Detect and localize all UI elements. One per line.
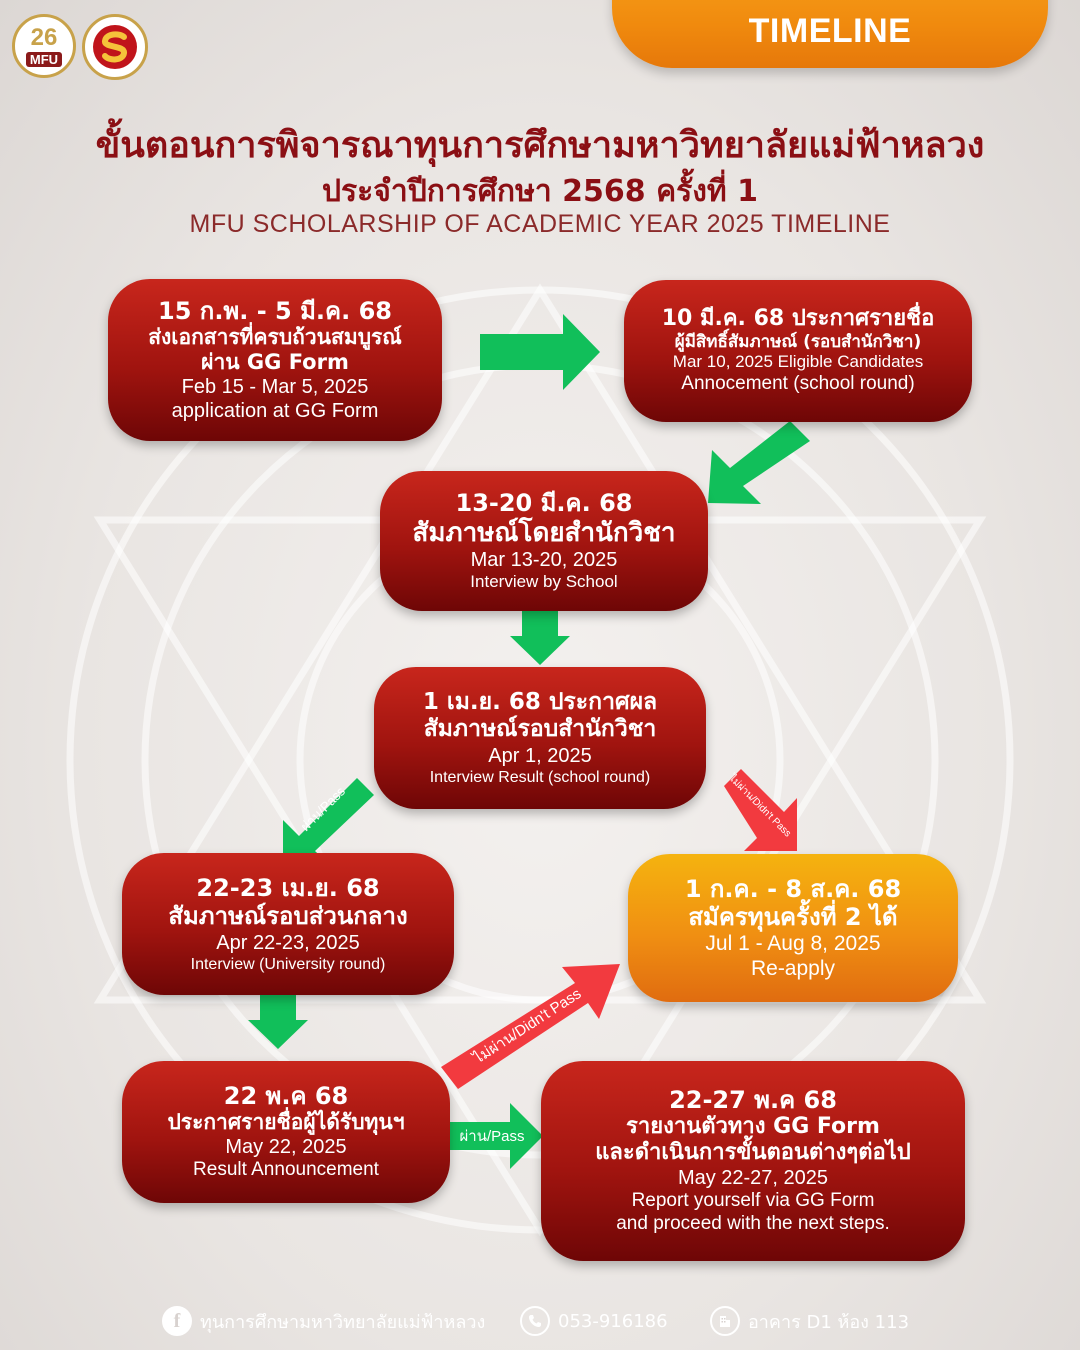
step-school-interview-desc-en: Interview by School bbox=[470, 572, 618, 592]
step-uni-interview-desc-en: Interview (University round) bbox=[190, 955, 386, 973]
step-uni-interview-date-th: 22-23 เม.ย. 68 bbox=[196, 874, 380, 903]
step-report-desc2-en: and proceed with the next steps. bbox=[616, 1213, 890, 1235]
step-apply: 15 ก.พ. - 5 มี.ค. 68 ส่งเอกสารที่ครบถ้วน… bbox=[108, 279, 442, 441]
s-mark-icon bbox=[93, 25, 137, 69]
pass-label-2: ผ่าน/Pass bbox=[460, 1128, 525, 1145]
step-apply-date-th: 15 ก.พ. - 5 มี.ค. 68 bbox=[158, 297, 392, 326]
footer-facebook[interactable]: f ทุนการศึกษามหาวิทยาลัยแม่ฟ้าหลวง bbox=[162, 1304, 485, 1338]
step-announce-date-en: Mar 10, 2025 Eligible Candidates bbox=[672, 352, 924, 372]
didnt-pass-label-2: ไม่ผ่าน/Didn't Pass bbox=[469, 984, 584, 1067]
step-report-desc-th: รายงานตัวทาง GG Form bbox=[626, 1114, 880, 1140]
step-report-desc-en: Report yourself via GG Form bbox=[631, 1190, 875, 1212]
phone-icon bbox=[520, 1306, 550, 1336]
footer-location: อาคาร D1 ห้อง 113 bbox=[710, 1304, 909, 1338]
logo-group: 26 MFU bbox=[12, 14, 148, 80]
mfu-26-logo: 26 MFU bbox=[12, 14, 76, 78]
location-label: อาคาร D1 ห้อง 113 bbox=[748, 1311, 910, 1333]
step-school-interview-desc-th: สัมภาษณ์โดยสำนักวิชา bbox=[412, 517, 676, 548]
scholarship-s-logo bbox=[82, 14, 148, 80]
facebook-label: ทุนการศึกษามหาวิทยาลัยแม่ฟ้าหลวง bbox=[200, 1311, 486, 1333]
step-uni-interview-desc-th: สัมภาษณ์รอบส่วนกลาง bbox=[168, 902, 408, 931]
step-apply-desc-en: application at GG Form bbox=[171, 399, 379, 422]
step-school-interview-date-en: Mar 13-20, 2025 bbox=[470, 549, 618, 572]
step-result-date-th: 22 พ.ค 68 bbox=[223, 1082, 349, 1111]
page-title: ขั้นตอนการพิจารณาทุนการศึกษามหาวิทยาลัยแ… bbox=[95, 125, 985, 166]
step-announce-desc-en: Annocement (school round) bbox=[681, 372, 915, 394]
arrow-apply-to-announce bbox=[480, 314, 600, 390]
step-report-date-th: 22-27 พ.ค 68 bbox=[669, 1086, 837, 1115]
step-apply-desc2-th: ผ่าน GG Form bbox=[201, 350, 349, 375]
step-result: 22 พ.ค 68 ประกาศรายชื่อผู้ได้รับทุนฯ May… bbox=[122, 1061, 450, 1203]
step-reapply-desc-en: Re-apply bbox=[750, 957, 836, 981]
timeline-tab-label: TIMELINE bbox=[748, 12, 912, 50]
step-reapply-desc-th: สมัครทุนครั้งที่ 2 ได้ bbox=[688, 902, 898, 931]
step-result-desc-en: Result Announcement bbox=[193, 1159, 379, 1181]
step-school-result-desc-en: Interview Result (school round) bbox=[429, 768, 651, 786]
step-announce-date-th: 10 มี.ค. 68 ประกาศรายชื่อ bbox=[661, 306, 935, 332]
page-subtitle-th: ประจำปีการศึกษา 2568 ครั้งที่ 1 bbox=[322, 174, 758, 209]
step-school-result-desc-th: สัมภาษณ์รอบสำนักวิชา bbox=[423, 716, 657, 743]
step-school-result: 1 เม.ย. 68 ประกาศผล สัมภาษณ์รอบสำนักวิชา… bbox=[374, 667, 706, 809]
step-reapply-date-th: 1 ก.ค. - 8 ส.ค. 68 bbox=[684, 874, 902, 903]
arrow-announce-to-interview bbox=[708, 421, 810, 504]
step-announce: 10 มี.ค. 68 ประกาศรายชื่อ ผู้มีสิทธิ์สัม… bbox=[624, 280, 972, 422]
step-report: 22-27 พ.ค 68 รายงานตัวทาง GG Form และดำเ… bbox=[541, 1061, 965, 1261]
step-school-interview: 13-20 มี.ค. 68 สัมภาษณ์โดยสำนักวิชา Mar … bbox=[380, 471, 708, 611]
building-icon bbox=[710, 1306, 740, 1336]
step-report-desc2-th: และดำเนินการขั้นตอนต่างๆต่อไป bbox=[595, 1140, 911, 1166]
step-school-result-date-th: 1 เม.ย. 68 ประกาศผล bbox=[422, 689, 658, 716]
step-reapply-date-en: Jul 1 - Aug 8, 2025 bbox=[705, 932, 881, 956]
arrow-uni-interview-to-result bbox=[248, 994, 308, 1049]
step-uni-interview: 22-23 เม.ย. 68 สัมภาษณ์รอบส่วนกลาง Apr 2… bbox=[122, 853, 454, 995]
footer-phone[interactable]: 053-916186 bbox=[520, 1304, 668, 1338]
step-reapply: 1 ก.ค. - 8 ส.ค. 68 สมัครทุนครั้งที่ 2 ได… bbox=[628, 854, 958, 1002]
arrow-result-to-reapply: ไม่ผ่าน/Didn't Pass bbox=[724, 769, 797, 851]
step-school-interview-date-th: 13-20 มี.ค. 68 bbox=[455, 489, 633, 518]
step-apply-desc-th: ส่งเอกสารที่ครบถ้วนสมบูรณ์ bbox=[148, 325, 402, 350]
step-report-date-en: May 22-27, 2025 bbox=[677, 1167, 829, 1190]
step-result-date-en: May 22, 2025 bbox=[225, 1136, 347, 1159]
phone-label: 053-916186 bbox=[558, 1310, 668, 1332]
logo-number: 26 bbox=[30, 23, 58, 51]
step-result-desc-th: ประกาศรายชื่อผู้ได้รับทุนฯ bbox=[167, 1110, 405, 1135]
step-school-result-date-en: Apr 1, 2025 bbox=[488, 744, 592, 767]
logo-text: MFU bbox=[25, 51, 63, 67]
step-apply-date-en: Feb 15 - Mar 5, 2025 bbox=[181, 375, 369, 398]
timeline-tab: TIMELINE bbox=[612, 0, 1048, 68]
step-announce-desc-th: ผู้มีสิทธิ์สัมภาษณ์ (รอบสำนักวิชา) bbox=[674, 332, 922, 353]
facebook-icon: f bbox=[162, 1306, 192, 1336]
arrow-interview-to-result bbox=[510, 610, 570, 665]
step-uni-interview-date-en: Apr 22-23, 2025 bbox=[216, 931, 360, 954]
arrow-result-to-report: ผ่าน/Pass bbox=[448, 1103, 543, 1169]
page-subtitle-en: MFU SCHOLARSHIP OF ACADEMIC YEAR 2025 TI… bbox=[189, 210, 891, 238]
